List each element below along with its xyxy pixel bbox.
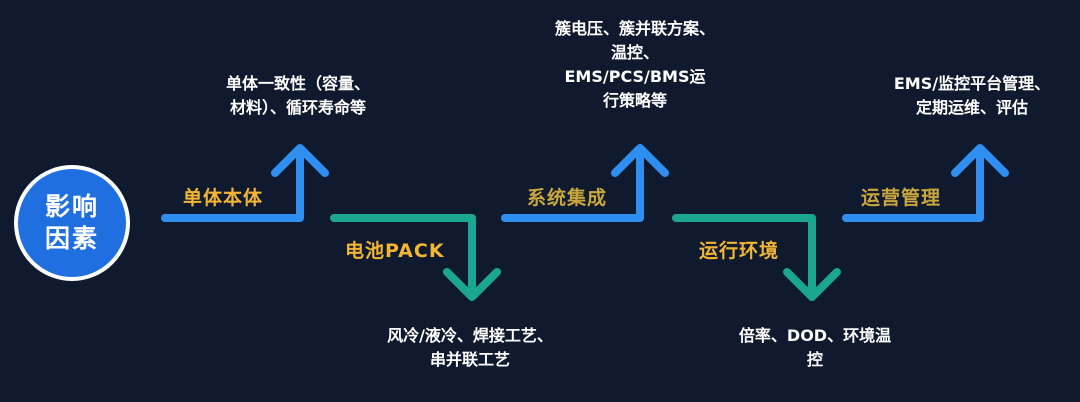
note-environment-line-1: 倍率、DOD、环境温 bbox=[738, 326, 892, 345]
note-environment-line-2: 控 bbox=[806, 350, 823, 369]
down-arrow-2-head bbox=[443, 268, 501, 301]
note-integration-line-1: 簇电压、簇并联方案、 bbox=[554, 19, 715, 38]
up-arrow-1-head bbox=[271, 144, 329, 177]
influence-factors-circle: 影响 因素 bbox=[14, 165, 130, 281]
stage-label-operation: 运营管理 bbox=[861, 187, 942, 209]
up-arrow-5 bbox=[842, 146, 984, 222]
circle-line-2: 因素 bbox=[44, 224, 99, 253]
note-pack: 风冷/液冷、焊接工艺、 串并联工艺 bbox=[360, 324, 580, 372]
stage-label-environment: 运行环境 bbox=[699, 240, 780, 262]
note-pack-line-2: 串并联工艺 bbox=[429, 350, 510, 369]
stage-label-integration: 系统集成 bbox=[527, 187, 608, 209]
note-integration-line-3: EMS/PCS/BMS运 bbox=[564, 67, 706, 86]
note-integration: 簇电压、簇并联方案、 温控、 EMS/PCS/BMS运 行策略等 bbox=[530, 17, 740, 113]
note-integration-line-4: 行策略等 bbox=[602, 91, 667, 110]
note-integration-line-2: 温控、 bbox=[610, 43, 659, 62]
down-arrow-4-head bbox=[783, 268, 841, 301]
note-operation: EMS/监控平台管理、 定期运维、评估 bbox=[872, 72, 1072, 120]
down-arrow-4 bbox=[672, 214, 816, 294]
stage-label-cell: 单体本体 bbox=[183, 187, 264, 209]
note-cell-line-1: 单体一致性（容量、 bbox=[225, 74, 370, 93]
note-cell-line-2: 材料）、循环寿命等 bbox=[229, 98, 366, 117]
circle-line-1: 影响 bbox=[44, 192, 99, 221]
up-arrow-1 bbox=[161, 146, 304, 222]
note-operation-line-2: 定期运维、评估 bbox=[915, 98, 1028, 117]
up-arrow-3 bbox=[501, 146, 644, 222]
note-operation-line-1: EMS/监控平台管理、 bbox=[893, 74, 1051, 93]
note-cell: 单体一致性（容量、 材料）、循环寿命等 bbox=[203, 72, 393, 120]
down-arrow-2 bbox=[330, 214, 476, 294]
stage-label-pack: 电池PACK bbox=[345, 240, 445, 262]
note-pack-line-1: 风冷/液冷、焊接工艺、 bbox=[387, 326, 553, 345]
up-arrow-5-head bbox=[951, 144, 1009, 177]
up-arrow-3-head bbox=[611, 144, 669, 177]
note-environment: 倍率、DOD、环境温 控 bbox=[710, 324, 920, 372]
